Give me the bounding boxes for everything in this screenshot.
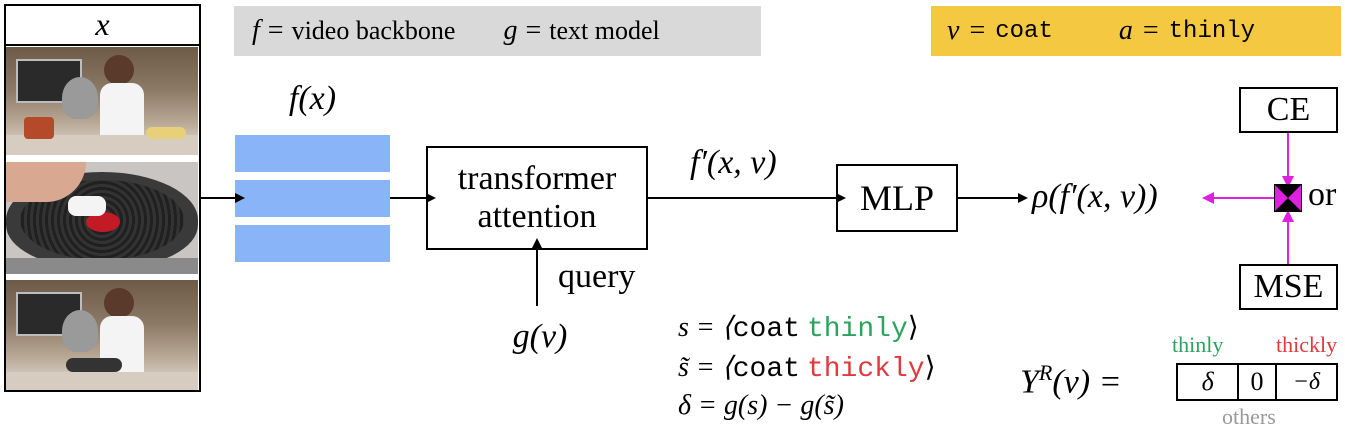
target-label-others: others [1222, 404, 1276, 429]
query-label: query [558, 258, 636, 295]
input-label: x [95, 6, 110, 42]
video-frame-3 [6, 280, 198, 390]
target-label-thickly: thickly [1276, 332, 1338, 357]
legend-f-desc: video backbone [291, 16, 456, 45]
features-label: f(x) [288, 80, 337, 117]
transformer-attention-box: transformer attention [426, 146, 648, 250]
equation-st-lhs: s̃ = ⟨ [678, 352, 733, 383]
target-vector: δ 0 −δ [1176, 363, 1338, 401]
mse-box: MSE [1239, 264, 1338, 310]
video-frame-2 [6, 162, 198, 274]
equation-s-close: ⟩ [907, 312, 919, 343]
equation-s-lhs: s = ⟨ [678, 312, 733, 343]
or-label: or [1308, 176, 1337, 213]
legend-query: v = coat a = thinly [931, 6, 1341, 56]
target-label-thinly: thinly [1172, 332, 1224, 357]
target-sup: R [1038, 360, 1053, 385]
feature-bar-3 [235, 225, 390, 262]
transformer-line1: transformer [457, 160, 617, 197]
legend-g-eq: = [525, 15, 542, 46]
equation-s-verb: coat [732, 314, 800, 345]
target-cell-thinly: δ [1178, 365, 1240, 399]
legend-a-symbol: a [1118, 15, 1133, 46]
equation-delta: δ = g(s) − g(s̃) [678, 390, 844, 421]
legend-g-symbol: g [503, 15, 518, 46]
equation-st-close: ⟩ [924, 352, 936, 383]
legend-v-value: coat [995, 17, 1053, 45]
output-feature-label: f′(x, v) [690, 144, 777, 181]
legend-g-desc: text model [549, 16, 660, 45]
equation-st-adverb: thickly [806, 354, 925, 385]
feature-bar-1 [235, 135, 390, 172]
feature-bar-2 [235, 180, 390, 217]
query-input-label: g(v) [512, 318, 568, 355]
legend-definitions: f = video backbone g = text model [234, 6, 761, 56]
transformer-line2: attention [477, 198, 597, 235]
equation-s-adverb: thinly [806, 314, 908, 345]
legend-f-eq: = [267, 15, 284, 46]
legend-a-eq: = [1142, 15, 1159, 46]
equation-s: s = ⟨coat thinly⟩ [678, 310, 919, 345]
legend-v-symbol: v [947, 15, 960, 46]
video-frame-1 [6, 47, 198, 155]
legend-f-symbol: f [252, 15, 260, 46]
legend-v-eq: = [969, 15, 986, 46]
rho-label: ρ(f′(x, v)) [1032, 178, 1158, 215]
input-label-divider [4, 44, 201, 46]
target-arg: (v) = [1052, 363, 1122, 401]
target-cell-thickly: −δ [1292, 368, 1321, 395]
target-lhs: YR(v) = [1020, 360, 1122, 401]
equation-st-verb: coat [732, 354, 800, 385]
legend-a-value: thinly [1168, 17, 1256, 45]
mlp-box: MLP [836, 164, 958, 232]
ce-box: CE [1239, 87, 1338, 133]
target-y: Y [1020, 363, 1039, 401]
target-cell-others: 0 [1239, 365, 1277, 399]
equation-s-tilde: s̃ = ⟨coat thickly⟩ [678, 350, 936, 385]
